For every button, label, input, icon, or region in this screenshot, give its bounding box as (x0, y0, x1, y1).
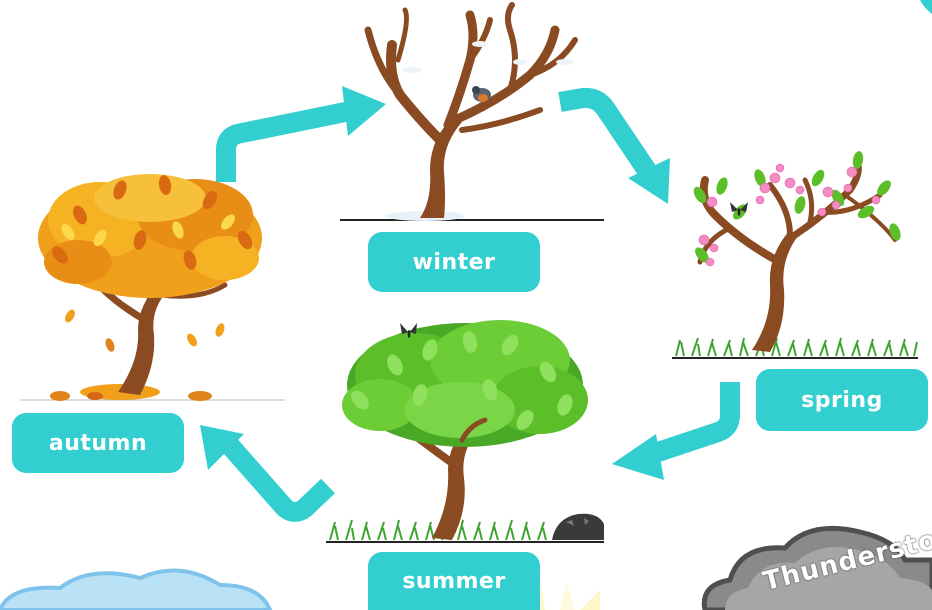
autumn-label: autumn (12, 413, 184, 473)
autumn-foliage (38, 174, 262, 298)
cycle-arrows (200, 86, 740, 522)
butterfly-icon (400, 323, 417, 338)
arrow-autumn-to-winter (216, 86, 386, 182)
corner-accent (920, 0, 932, 14)
arrow-summer-to-autumn (200, 425, 335, 522)
summer-label: summer (368, 552, 540, 610)
sky-cloud (0, 568, 273, 610)
spring-tree (672, 151, 918, 359)
spring-label: spring (756, 369, 928, 431)
winter-label: winter (368, 232, 540, 292)
spring-grass (675, 337, 918, 357)
winter-tree (340, 2, 604, 221)
arrow-spring-to-summer (612, 382, 740, 480)
spring-leaves (693, 151, 901, 263)
summer-tree (326, 320, 604, 543)
arrow-winter-to-spring (558, 87, 670, 204)
rock-icon (552, 513, 604, 540)
bird-icon (472, 86, 491, 102)
falling-leaves (65, 309, 225, 352)
storm-cloud (701, 525, 932, 610)
autumn-tree (20, 174, 285, 401)
butterfly-icon (730, 202, 748, 216)
summer-foliage (342, 320, 588, 447)
spring-blossoms (698, 163, 881, 267)
